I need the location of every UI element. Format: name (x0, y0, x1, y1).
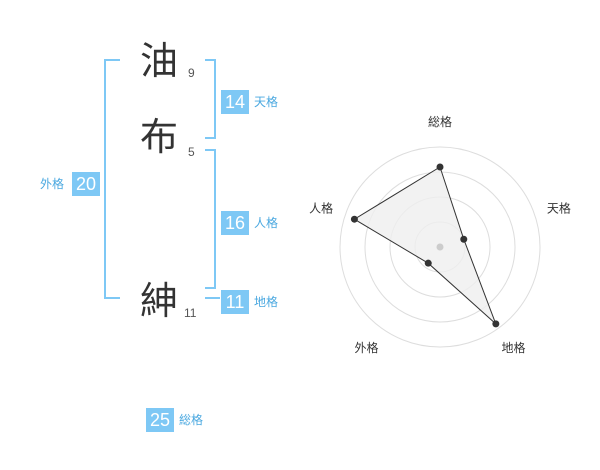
jinkaku-label: 人格 (254, 216, 279, 230)
radar-center-dot (436, 243, 444, 251)
radar-ring-4 (339, 146, 541, 348)
jinkaku-badge: 16 (221, 211, 249, 235)
name-char-3-strokes: 11 (184, 306, 197, 320)
name-char-2: 布 (140, 115, 179, 159)
gaikaku-label: 外格 (40, 177, 65, 191)
tenkaku-bracket (205, 59, 216, 139)
radar-series-polygon (353, 166, 497, 325)
name-char-1: 油 (140, 39, 179, 83)
radar-axis-label-4: 外格 (354, 340, 378, 355)
radar-axis-label-1: 総格 (428, 114, 452, 129)
name-char-2-strokes: 5 (188, 145, 195, 159)
radar-axis-label-3: 地格 (501, 340, 525, 355)
radar-axis-label-2: 天格 (547, 200, 571, 215)
soukaku-badge: 25 (146, 408, 174, 432)
chikaku-badge: 11 (221, 290, 249, 314)
chikaku-label: 地格 (254, 295, 279, 309)
radar-point-3 (492, 320, 500, 328)
radar-point-5 (350, 215, 358, 223)
radar-point-2 (460, 235, 468, 243)
soukaku-label: 総格 (179, 413, 204, 427)
jinkaku-bracket (205, 149, 216, 289)
radar-point-1 (436, 163, 444, 171)
name-char-3: 紳 (140, 279, 179, 323)
name-char-1-strokes: 9 (188, 66, 195, 80)
radar-axis-label-5: 人格 (309, 200, 333, 215)
tenkaku-label: 天格 (254, 95, 279, 109)
radar-point-4 (424, 259, 432, 267)
gaikaku-bracket (104, 59, 120, 299)
gaikaku-badge: 20 (72, 172, 100, 196)
tenkaku-badge: 14 (221, 90, 249, 114)
